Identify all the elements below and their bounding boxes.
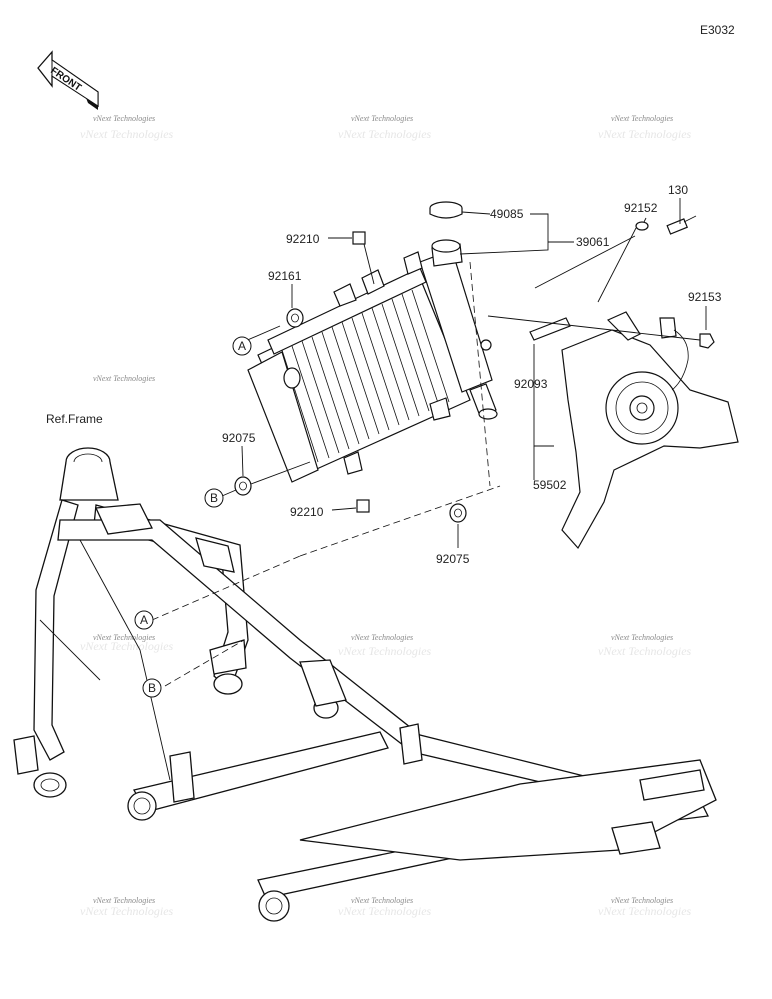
watermark: vNext Technologies bbox=[351, 633, 413, 642]
watermark-bg: vNext Technologies bbox=[338, 127, 432, 141]
watermark: vNext Technologies bbox=[611, 114, 673, 123]
front-arrow-icon: FRONT bbox=[37, 50, 99, 110]
marker-a-frame: A bbox=[134, 610, 154, 630]
watermark-bg: vNext Technologies bbox=[80, 904, 174, 918]
watermark-group: vNext Technologies vNext Technologies vN… bbox=[80, 114, 692, 918]
callout-92075-bottom: 92075 bbox=[436, 552, 470, 566]
callout-labels: 49085 39061 92210 92161 92152 130 92153 … bbox=[46, 183, 722, 566]
clip-icon bbox=[352, 231, 370, 513]
callout-92152: 92152 bbox=[624, 201, 658, 215]
callout-92075-left: 92075 bbox=[222, 431, 256, 445]
watermark: vNext Technologies bbox=[93, 633, 155, 642]
watermark-bg: vNext Technologies bbox=[338, 904, 432, 918]
watermark: vNext Technologies bbox=[93, 114, 155, 123]
radiator-core bbox=[247, 201, 498, 483]
watermark: vNext Technologies bbox=[351, 896, 413, 905]
watermark-bg: vNext Technologies bbox=[598, 127, 692, 141]
diagram-code: E3032 bbox=[700, 23, 735, 37]
marker-label: B bbox=[210, 491, 218, 505]
watermark: vNext Technologies bbox=[93, 374, 155, 383]
watermark-bg: vNext Technologies bbox=[598, 904, 692, 918]
callout-92093: 92093 bbox=[514, 377, 548, 391]
watermark: vNext Technologies bbox=[611, 896, 673, 905]
callout-130: 130 bbox=[668, 183, 688, 197]
callout-59502: 59502 bbox=[533, 478, 567, 492]
frame bbox=[13, 447, 717, 922]
callout-ref-frame: Ref.Frame bbox=[46, 412, 103, 426]
marker-b-frame: B bbox=[142, 678, 162, 698]
callout-49085: 49085 bbox=[490, 207, 524, 221]
seal-icon bbox=[529, 317, 571, 341]
callout-92210-top: 92210 bbox=[286, 232, 320, 246]
marker-b-radiator: B bbox=[204, 488, 224, 508]
callout-39061: 39061 bbox=[576, 235, 610, 249]
watermark-bg: vNext Technologies bbox=[80, 639, 174, 653]
marker-label: B bbox=[148, 681, 156, 695]
marker-label: A bbox=[238, 339, 246, 353]
watermark: vNext Technologies bbox=[93, 896, 155, 905]
watermark-bg: vNext Technologies bbox=[80, 127, 174, 141]
watermark: vNext Technologies bbox=[351, 114, 413, 123]
washer-icon bbox=[635, 221, 649, 231]
fan-shroud bbox=[561, 311, 739, 550]
grommet-icon bbox=[234, 308, 467, 523]
watermark-bg: vNext Technologies bbox=[598, 644, 692, 658]
watermark-bg: vNext Technologies bbox=[338, 644, 432, 658]
marker-label: A bbox=[140, 613, 148, 627]
callout-92153: 92153 bbox=[688, 290, 722, 304]
callout-92210-bottom: 92210 bbox=[290, 505, 324, 519]
callout-92161: 92161 bbox=[268, 269, 302, 283]
bolt-icon bbox=[635, 215, 715, 349]
marker-a-radiator: A bbox=[232, 336, 252, 356]
watermark: vNext Technologies bbox=[611, 633, 673, 642]
leader-lines bbox=[151, 198, 707, 687]
